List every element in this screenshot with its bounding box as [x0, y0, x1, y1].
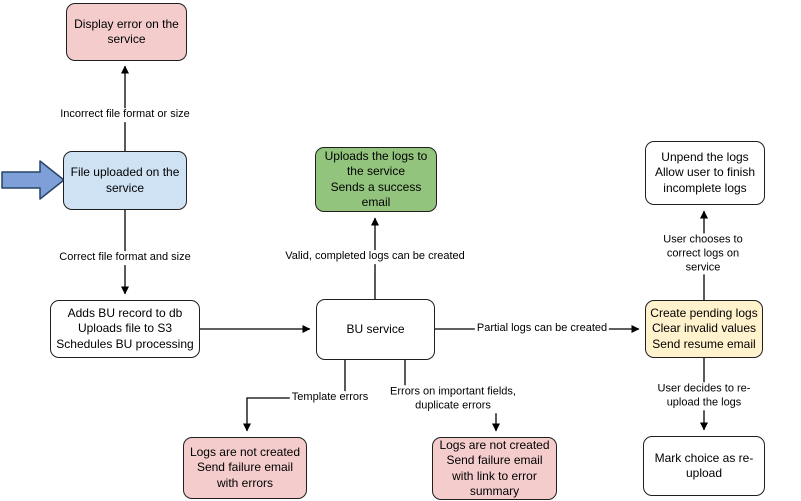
edge-label-correct-on-service: User chooses to correct logs on service [654, 233, 752, 275]
node-failure-summary: Logs are not created Send failure email … [432, 437, 557, 500]
edge-label-correct-format: Correct file format and size [57, 251, 193, 265]
edge-label-field-errors: Errors on important fields, duplicate er… [388, 385, 518, 413]
entry-arrow-icon [1, 160, 65, 200]
edge-label-reupload: User decides to re-upload the logs [655, 382, 753, 410]
node-adds-bu-record: Adds BU record to db Uploads file to S3 … [50, 300, 200, 358]
node-mark-reupload: Mark choice as re- upload [643, 436, 765, 496]
node-display-error: Display error on the service [66, 3, 187, 61]
edge-label-template-errors: Template errors [289, 391, 371, 405]
node-failure-errors: Logs are not created Send failure email … [183, 437, 307, 499]
edge-label-partial-logs: Partial logs can be created [474, 322, 610, 336]
node-uploads-logs: Uploads the logs to the service Sends a … [315, 147, 437, 212]
node-create-pending: Create pending logs Clear invalid values… [645, 300, 763, 358]
node-file-uploaded: File uploaded on the service [63, 151, 187, 210]
edge-label-valid-logs: Valid, completed logs can be created [283, 250, 467, 264]
node-bu-service: BU service [316, 299, 435, 360]
node-unpend-logs: Unpend the logs Allow user to finish inc… [645, 141, 765, 205]
edge-label-incorrect-format: Incorrect file format or size [58, 108, 192, 122]
